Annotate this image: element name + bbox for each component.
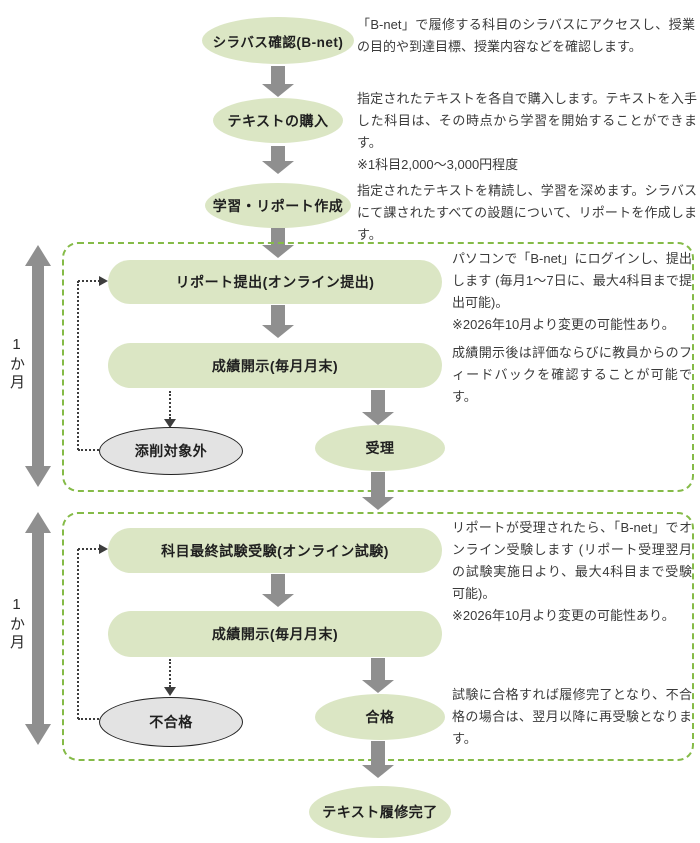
- node-study-report-label: 学習・リポート作成: [212, 197, 344, 214]
- node-pass-label: 合格: [365, 709, 395, 725]
- node-course-complete-label: テキスト履修完了: [322, 804, 438, 820]
- flow-arrow-study-to-submit: [262, 228, 294, 258]
- node-syllabus-check: シラバス確認(B-net): [202, 17, 354, 64]
- node-report-grade: 成績開示(毎月月末): [108, 343, 442, 388]
- feedback-loop-exam-top-line: [78, 548, 100, 550]
- node-report-grade-label: 成績開示(毎月月末): [211, 357, 339, 374]
- node-exam-grade: 成績開示(毎月月末): [108, 611, 442, 657]
- dotted-arrow-grade-to-excluded-head: [164, 419, 176, 428]
- feedback-loop-report-bottom-line: [78, 449, 99, 451]
- desc-exam-result: 試験に合格すれば履修完了となり、不合格の場合は、翌月以降に再受験となります。: [452, 687, 692, 746]
- feedback-loop-report-vertical-line: [77, 281, 79, 450]
- flow-arrow-textbook-to-study: [262, 146, 294, 174]
- node-exam-grade-label: 成績開示(毎月月末): [211, 626, 339, 642]
- flow-arrow-exam-to-grade: [262, 574, 294, 607]
- desc-report-grade: 成績開示後は評価ならびに教員からのフィードバックを確認することが可能です。: [452, 345, 692, 404]
- feedback-loop-report-arrowhead: [99, 276, 108, 286]
- node-accepted-label: 受理: [365, 440, 395, 456]
- node-report-submit: リポート提出(オンライン提出): [108, 260, 442, 304]
- node-textbook-purchase: テキストの購入: [213, 98, 343, 143]
- node-final-exam-label: 科目最終試験受験(オンライン試験): [161, 542, 389, 559]
- node-syllabus-check-label: シラバス確認(B-net): [212, 34, 344, 50]
- flow-arrow-submit-to-grade: [262, 305, 294, 338]
- node-pass: 合格: [315, 694, 445, 740]
- node-fail-label: 不合格: [149, 714, 193, 730]
- desc-syllabus-check: 「B-net」で履修する科目のシラバスにアクセスし、授業の目的や到達目標、授業内…: [357, 17, 695, 54]
- node-final-exam: 科目最終試験受験(オンライン試験): [108, 528, 442, 573]
- feedback-loop-exam-bottom-line: [78, 718, 99, 720]
- flow-arrow-grade-to-pass: [362, 658, 394, 693]
- dotted-arrow-grade-to-excluded-line: [169, 391, 171, 419]
- node-excluded-label: 添削対象外: [134, 443, 208, 459]
- dotted-arrow-grade-to-fail-head: [164, 687, 176, 696]
- feedback-loop-report-top-line: [78, 280, 100, 282]
- duration-arrow-exam-phase: [25, 512, 51, 745]
- flow-arrow-grade-to-accepted: [362, 390, 394, 425]
- node-textbook-purchase-label: テキストの購入: [227, 112, 329, 129]
- report-phase-duration-label: 1か月: [8, 336, 25, 392]
- node-accepted: 受理: [315, 425, 445, 471]
- node-excluded: 添削対象外: [99, 427, 243, 475]
- desc-report-submit: パソコンで「B-net」にログインし、提出します (毎月1〜7日に、最大4科目ま…: [452, 251, 692, 332]
- node-fail: 不合格: [99, 697, 243, 747]
- flow-arrow-accepted-to-exam: [362, 472, 394, 510]
- duration-arrow-report-phase: [25, 245, 51, 487]
- desc-final-exam: リポートが受理されたら、「B-net」でオンライン受験します (リポート受理翌月…: [452, 520, 692, 623]
- desc-textbook-purchase: 指定されたテキストを各自で購入します。テキストを入手した科目は、その時点から学習…: [357, 91, 697, 172]
- node-course-complete: テキスト履修完了: [309, 786, 451, 838]
- node-study-report: 学習・リポート作成: [205, 183, 351, 228]
- feedback-loop-exam-vertical-line: [77, 549, 79, 719]
- exam-phase-duration-label: 1か月: [8, 596, 25, 652]
- node-report-submit-label: リポート提出(オンライン提出): [175, 274, 375, 290]
- flow-arrow-syllabus-to-textbook: [262, 66, 294, 97]
- flow-arrow-pass-to-complete: [362, 741, 394, 778]
- dotted-arrow-grade-to-fail-line: [169, 659, 171, 687]
- feedback-loop-exam-arrowhead: [99, 544, 108, 554]
- desc-study-report: 指定されたテキストを精読し、学習を深めます。シラバスにて課されたすべての設題につ…: [357, 183, 697, 242]
